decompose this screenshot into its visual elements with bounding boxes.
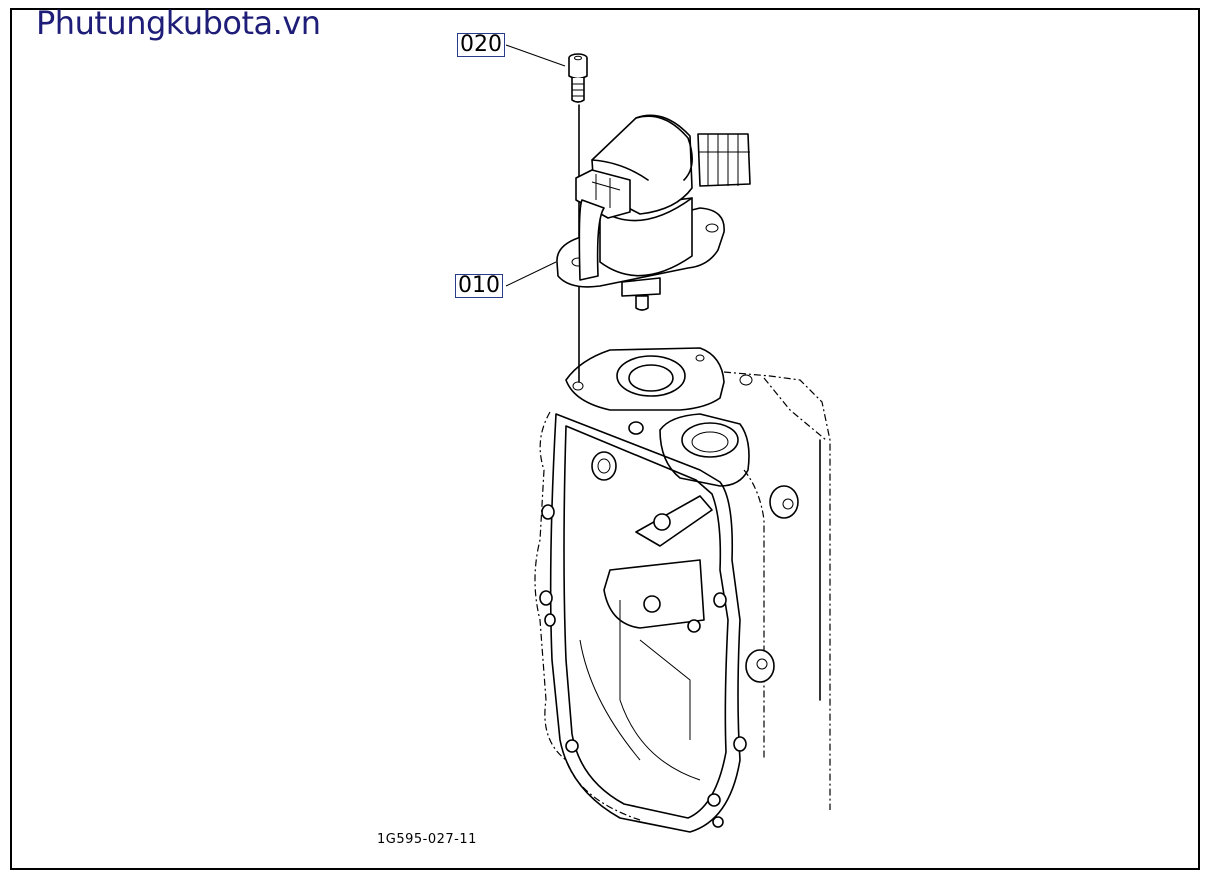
- callout-010[interactable]: 010: [455, 274, 503, 298]
- callout-020[interactable]: 020: [457, 33, 505, 57]
- leader-line-010: [505, 261, 557, 287]
- bolt-020: [568, 53, 588, 103]
- drawing-number: 1G595-027-11: [377, 832, 477, 847]
- leader-line-020: [505, 44, 566, 67]
- solenoid-010: [556, 114, 751, 311]
- diagram-frame: [10, 8, 1200, 870]
- watermark-text: Phutungkubota.vn: [36, 4, 321, 42]
- gear-case-housing: [534, 347, 831, 833]
